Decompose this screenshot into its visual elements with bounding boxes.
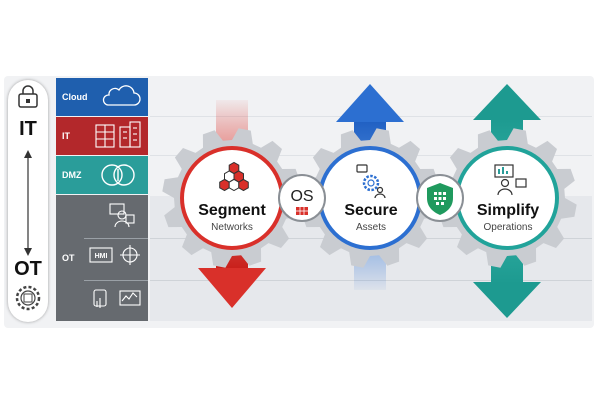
ot-divider [84,238,148,239]
fortinet-mark-icon [296,207,308,215]
tier-it: IT [56,117,148,155]
it-label: IT [19,118,37,140]
venn-icon [101,164,135,186]
simplify-subtitle: Operations [483,222,533,233]
valve-icon [120,245,140,265]
hexagon-cell [219,178,230,192]
gear-ring [455,146,559,250]
ot-label: OT [14,258,42,280]
hexagon-cluster-icon [219,161,249,192]
tier-ot-label: OT [62,253,75,263]
tier-cloud: Cloud [56,78,148,116]
hexagon-cell [228,178,240,192]
it-ot-scale: IT OT [8,80,48,322]
segment-gear [162,128,302,268]
dashboard-user-icon [494,164,527,196]
tier-it-label: IT [62,131,70,141]
gear-user-icon [356,164,386,199]
gear-ring [180,146,284,250]
tier-dmz: DMZ [56,156,148,194]
os-label: OS [290,188,313,205]
building-icon [119,121,141,148]
secure-title: Secure [344,202,398,219]
tier-cloud-label: Cloud [62,92,88,102]
gear-chip-icon [15,285,41,311]
touch-panel-icon [93,289,107,308]
tier-dmz-label: DMZ [62,170,82,180]
operator-icon [109,203,135,228]
monitor-chart-icon [119,290,141,306]
lock-icon [18,85,38,108]
server-rack-icon [95,124,115,148]
segment-subtitle: Networks [211,222,253,233]
hmi-text: HMI [95,253,108,260]
secure-subtitle: Assets [355,222,386,233]
tier-ot: OT HMI [56,195,148,321]
gear-ring [318,146,422,250]
simplify-title: Simplify [476,202,540,219]
hmi-icon: HMI [89,247,113,263]
cloud-icon [102,85,141,106]
shield-connector [416,174,464,222]
ot-divider [84,280,148,281]
secure-gear [300,128,440,268]
segment-title: Segment [198,202,266,219]
os-connector: OS [278,174,326,222]
hexagon-cell [238,178,249,192]
